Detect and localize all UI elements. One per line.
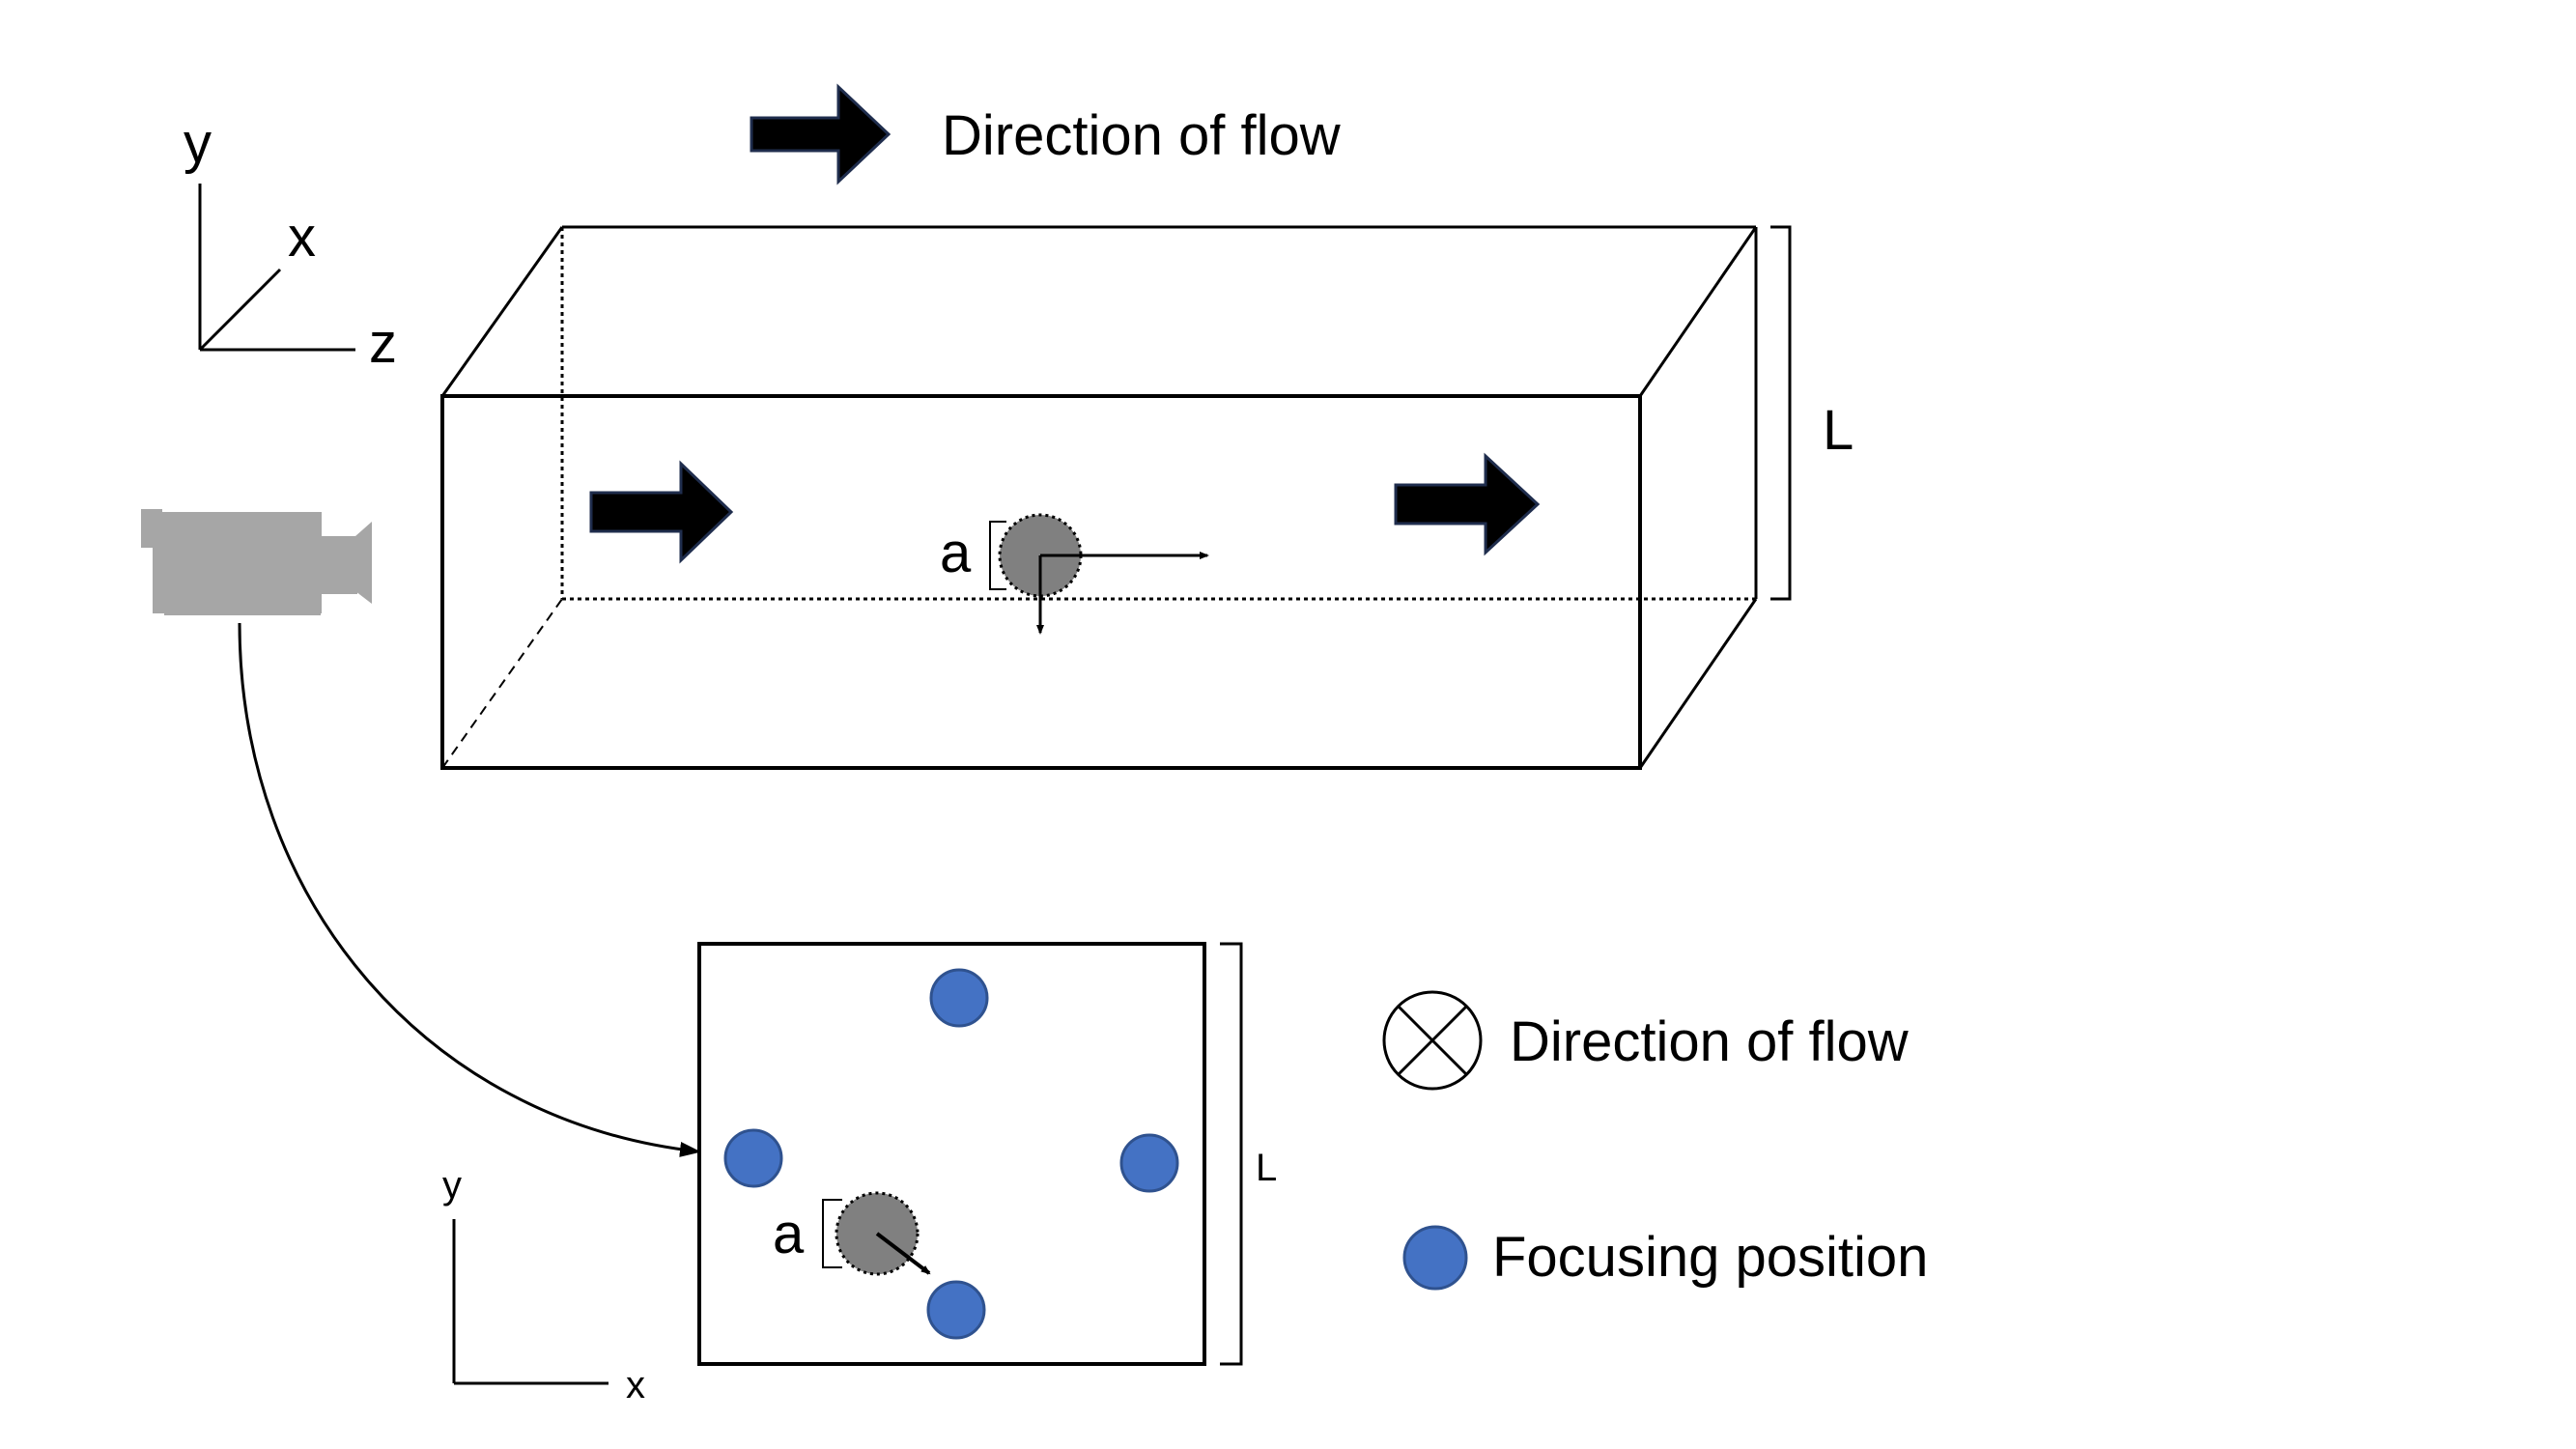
focusing-position-swatch [1402, 1225, 1468, 1291]
camera-view-arrow [238, 622, 701, 1157]
focusing-dot-top [929, 968, 989, 1028]
length-label: L [1823, 399, 1854, 462]
axis-x-label: x [288, 206, 316, 269]
legend-flow-label: Direction of flow [1510, 1010, 1910, 1073]
particle-size-bracket [822, 1199, 842, 1268]
axis-z-label: z [369, 312, 397, 375]
axis-y-label: y [184, 112, 212, 175]
bottom-right-connector [1638, 598, 1758, 769]
axis-x-label: x [626, 1364, 645, 1406]
circle-cross-icon [1382, 990, 1483, 1091]
top-left-connector [440, 226, 564, 397]
axes-2d [452, 1219, 609, 1385]
length-label: L [1256, 1147, 1277, 1189]
focusing-positions [723, 968, 1179, 1340]
axis-y-label: y [442, 1164, 462, 1207]
channel-box [440, 225, 1758, 770]
cross-section [697, 942, 1206, 1366]
legend: Direction of flow Focusing position [1382, 990, 1928, 1291]
focusing-dot-bottom [926, 1280, 986, 1340]
focusing-dot-right [1119, 1133, 1179, 1193]
particle-size-label: a [773, 1203, 805, 1265]
video-camera-icon [141, 509, 372, 615]
migration-arrow [875, 1232, 931, 1275]
legend-focusing-label: Focusing position [1492, 1226, 1928, 1289]
flow-direction-header: Direction of flow [750, 83, 1342, 185]
length-bracket [1220, 942, 1243, 1366]
length-bracket [1770, 225, 1792, 601]
flow-direction-label: Direction of flow [942, 104, 1342, 167]
particle-size-label: a [940, 522, 972, 584]
front-face [440, 394, 1642, 770]
particle-cross-section [835, 1191, 931, 1276]
block-arrow-right-icon [589, 460, 734, 564]
top-right-connector [1638, 226, 1758, 397]
axes-3d [198, 184, 355, 352]
x-axis-line [198, 268, 282, 352]
particle-size-bracket [989, 521, 1006, 590]
block-arrow-right-icon [1394, 452, 1541, 556]
focusing-dot-left [723, 1128, 783, 1188]
bottom-left-connector [441, 598, 563, 769]
particle [998, 513, 1209, 635]
block-arrow-right-icon [750, 83, 892, 185]
